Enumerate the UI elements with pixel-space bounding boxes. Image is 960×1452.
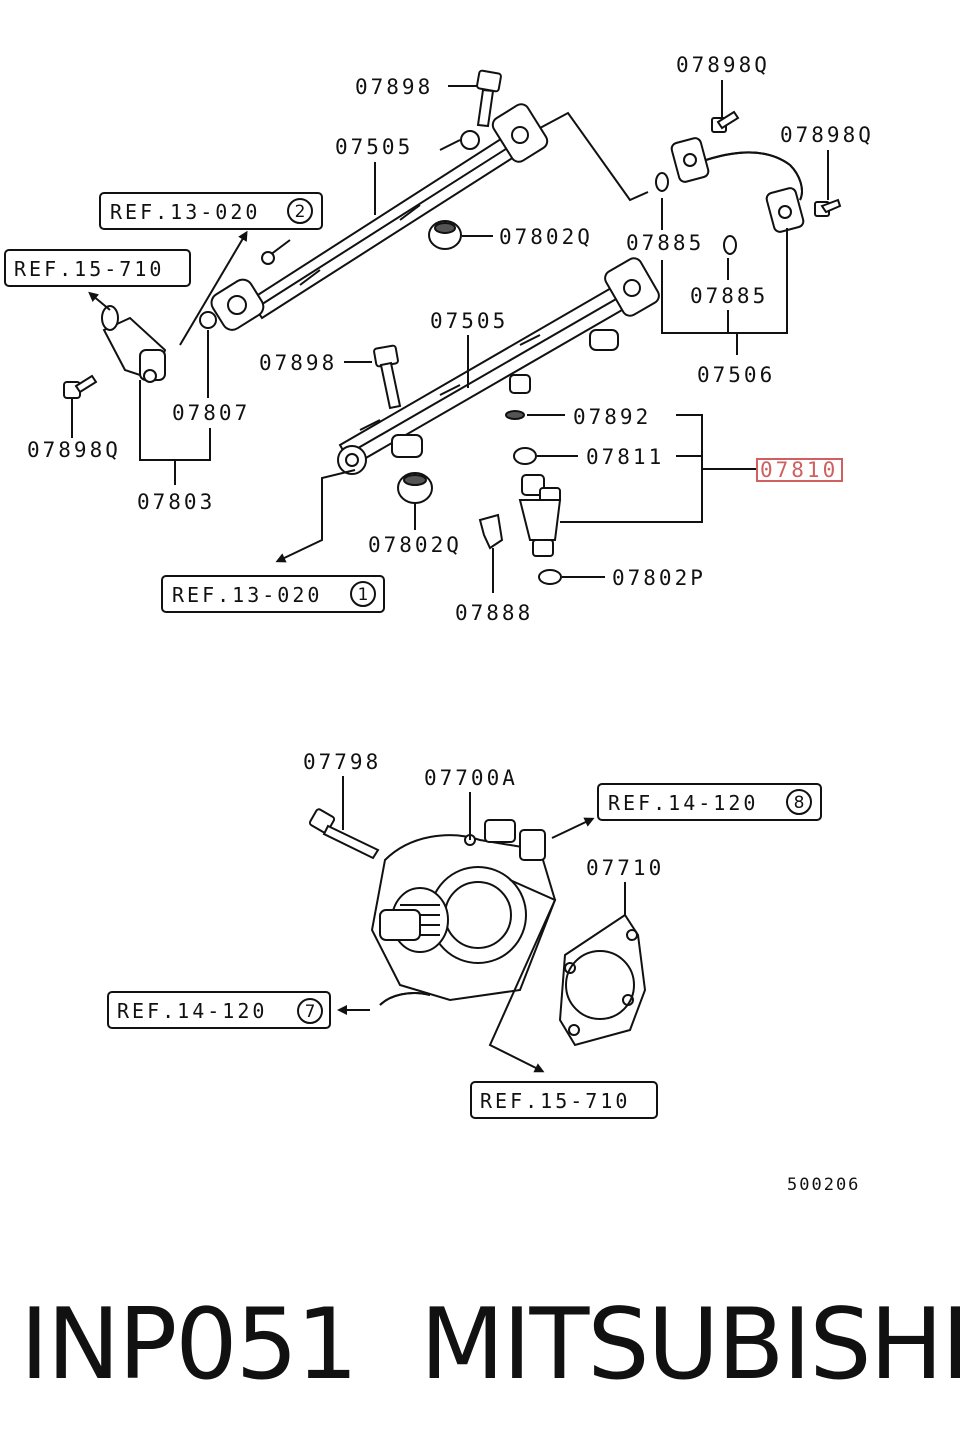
gasket-07710 <box>558 913 647 1047</box>
ref-box-15-710-bottom[interactable]: REF.15-710 <box>470 1081 658 1119</box>
label-07885-b: 07885 <box>690 284 768 308</box>
bolt-07798 <box>308 808 380 860</box>
label-07802P: 07802P <box>612 566 706 590</box>
label-07710: 07710 <box>586 856 664 880</box>
svg-text:REF.14-120: REF.14-120 <box>608 791 758 815</box>
svg-text:7: 7 <box>305 1002 316 1022</box>
label-07700A: 07700A <box>424 766 518 790</box>
insulator-07802Q-mid <box>397 472 433 504</box>
label-07803: 07803 <box>137 490 215 514</box>
upper-fuel-rail <box>210 103 549 331</box>
ref-box-15-710-top[interactable]: REF.15-710 <box>4 249 191 287</box>
ref-box-13-020-1[interactable]: REF.13-020 1 <box>161 575 385 613</box>
label-07802Q-mid: 07802Q <box>368 533 462 557</box>
label-07505-mid: 07505 <box>430 309 508 333</box>
label-07892: 07892 <box>573 405 651 429</box>
brand-name: MITSUBISHI <box>420 1288 960 1402</box>
label-07811: 07811 <box>586 445 664 469</box>
fuel-pipe-07506 <box>655 110 842 255</box>
label-07898-top: 07898 <box>355 75 433 99</box>
ref-box-13-020-2[interactable]: REF.13-020 2 <box>99 192 323 230</box>
caption: INP051 MITSUBISHI <box>0 1270 960 1420</box>
insulator-07802Q-top <box>428 220 462 250</box>
bolt-07898-top <box>476 69 502 128</box>
leader-lines-upper <box>71 80 829 593</box>
label-07898Q-top-right: 07898Q <box>676 53 770 77</box>
svg-text:REF.14-120: REF.14-120 <box>117 999 267 1023</box>
label-07898-mid: 07898 <box>259 351 337 375</box>
label-07898Q-left: 07898Q <box>27 438 121 462</box>
label-07888: 07888 <box>455 601 533 625</box>
svg-text:REF.13-020: REF.13-020 <box>110 200 260 224</box>
bolt-07898Q-left <box>63 374 98 399</box>
lower-fuel-rail <box>337 257 660 475</box>
label-07810[interactable]: 07810 <box>760 458 838 482</box>
bolt-07898-mid <box>373 344 402 410</box>
label-07885-a: 07885 <box>626 231 704 255</box>
fuel-injector-07810 <box>478 410 562 585</box>
label-07506: 07506 <box>697 363 775 387</box>
label-07802Q-top: 07802Q <box>499 225 593 249</box>
ref-box-14-120-8[interactable]: REF.14-120 8 <box>597 783 822 821</box>
svg-text:1: 1 <box>358 585 369 605</box>
svg-text:8: 8 <box>794 793 805 813</box>
leader-lines-lower <box>337 776 626 1073</box>
svg-text:REF.15-710: REF.15-710 <box>14 257 164 281</box>
ref-box-14-120-7[interactable]: REF.14-120 7 <box>107 991 331 1029</box>
diagram-code: 500206 <box>787 1175 860 1195</box>
label-07505-top: 07505 <box>335 135 413 159</box>
highlight-box-07810 <box>756 458 843 482</box>
label-07798: 07798 <box>303 750 381 774</box>
label-07807: 07807 <box>172 401 250 425</box>
throttle-body <box>370 819 557 1006</box>
svg-text:2: 2 <box>295 202 306 222</box>
svg-text:REF.13-020: REF.13-020 <box>172 583 322 607</box>
label-07898Q-right: 07898Q <box>780 123 874 147</box>
part-number: INP051 <box>20 1288 358 1402</box>
svg-text:REF.15-710: REF.15-710 <box>480 1089 630 1113</box>
pressure-regulator <box>101 305 217 383</box>
parts-diagram: 07898 07505 07898Q 07898Q 07802Q 07885 0… <box>4 53 874 1195</box>
